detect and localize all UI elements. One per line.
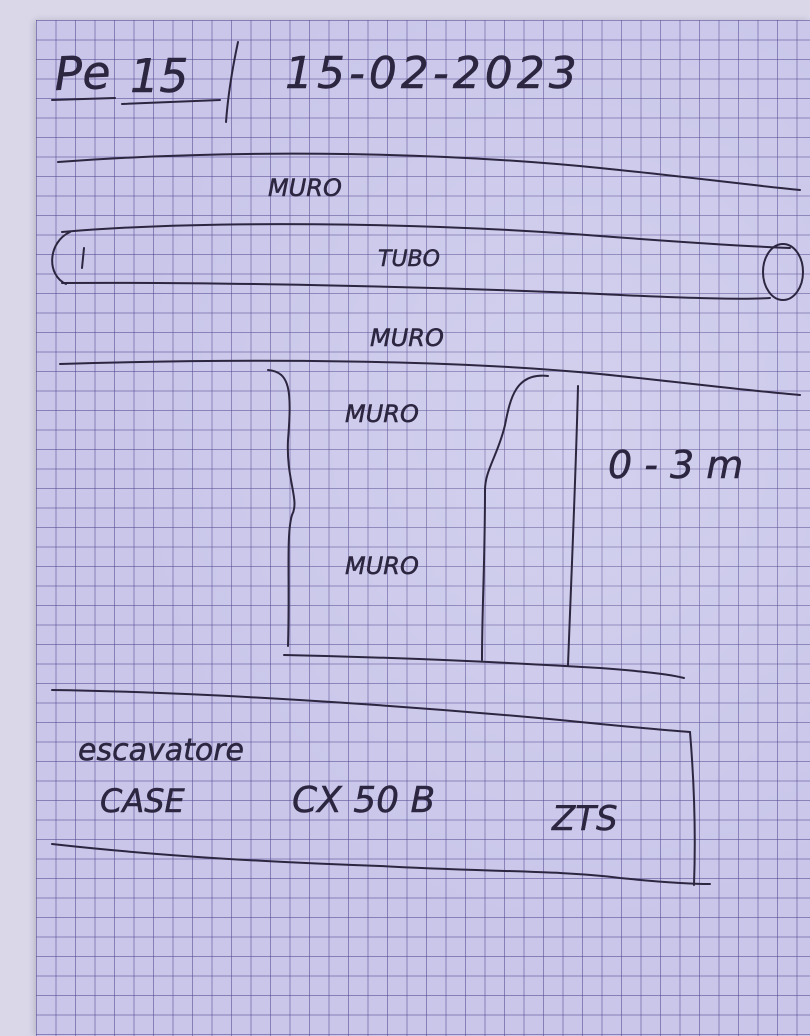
graph-paper-sheet [36,20,810,1036]
equipment-top-line [51,689,691,733]
pipe-right-end [762,243,804,301]
upper-wall-line [57,152,801,191]
equipment-model: CX 50 B [292,780,435,821]
depth-label: 0 - 3 m [608,443,743,487]
equipment-brand: CASE [100,782,186,820]
pipe-label: TUBO [378,247,440,272]
ref-slash [225,41,239,123]
trench-wall-bottom-label: MURO [345,552,419,580]
ref-number-underline [121,99,221,105]
depth-line [567,385,579,666]
equipment-bottom-line [51,843,711,885]
pipe-left-end [51,231,71,285]
pipe-bottom-edge [61,281,771,300]
date: 15-02-2023 [285,48,581,99]
ref-prefix-underline [51,97,116,101]
ref-number: 15 [130,49,189,103]
trench-bottom-line [283,654,685,679]
trench-left-bracket [267,369,296,647]
pipe-left-end-inner [81,247,85,269]
equipment-variant: ZTS [551,799,618,839]
upper-wall-label: MURO [268,174,342,202]
trench-wall-top-label: MURO [345,400,419,428]
middle-wall-line [59,359,801,396]
pipe-top-edge [61,223,791,249]
trench-right-bracket [481,374,549,661]
middle-wall-label: MURO [370,324,444,352]
equipment-type: escavatore [78,733,244,768]
equipment-right-line [689,731,696,886]
ref-prefix: Pe [53,45,111,101]
